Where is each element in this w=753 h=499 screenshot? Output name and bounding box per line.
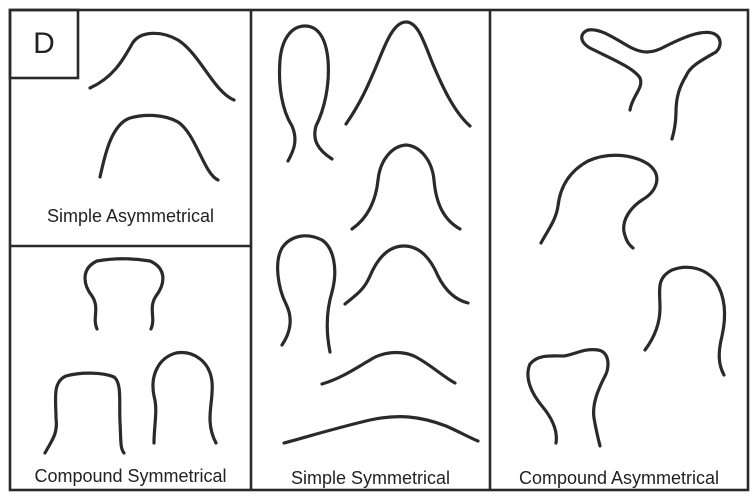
simple-asymmetrical-curve-2 [100, 115, 218, 180]
simple-symmetrical-curve-7 [284, 417, 478, 443]
compound-asymmetrical-curve-1 [582, 30, 720, 139]
label-simple-symmetrical: Simple Symmetrical [251, 468, 490, 489]
simple-asymmetrical-curve-1 [90, 33, 234, 100]
compound-symmetrical-curve-1 [85, 259, 163, 329]
panel-letter: D [10, 22, 78, 66]
compound-asymmetrical-curve-3 [645, 267, 724, 375]
label-simple-asymmetrical: Simple Asymmetrical [10, 206, 251, 227]
simple-symmetrical-curve-4 [278, 236, 335, 352]
simple-symmetrical-curve-5 [345, 246, 468, 304]
compound-asymmetrical-curve-4 [528, 350, 608, 446]
compound-symmetrical-curve-2 [45, 373, 124, 453]
simple-symmetrical-curve-1 [280, 26, 333, 161]
label-compound-asymmetrical: Compound Asymmetrical [490, 468, 748, 489]
simple-symmetrical-curve-3 [352, 145, 460, 229]
simple-symmetrical-curve-6 [322, 353, 455, 384]
label-compound-symmetrical: Compound Symmetrical [10, 466, 251, 487]
compound-symmetrical-curve-3 [153, 353, 216, 443]
simple-symmetrical-curve-2 [346, 22, 470, 126]
compound-asymmetrical-curve-2 [541, 155, 657, 248]
